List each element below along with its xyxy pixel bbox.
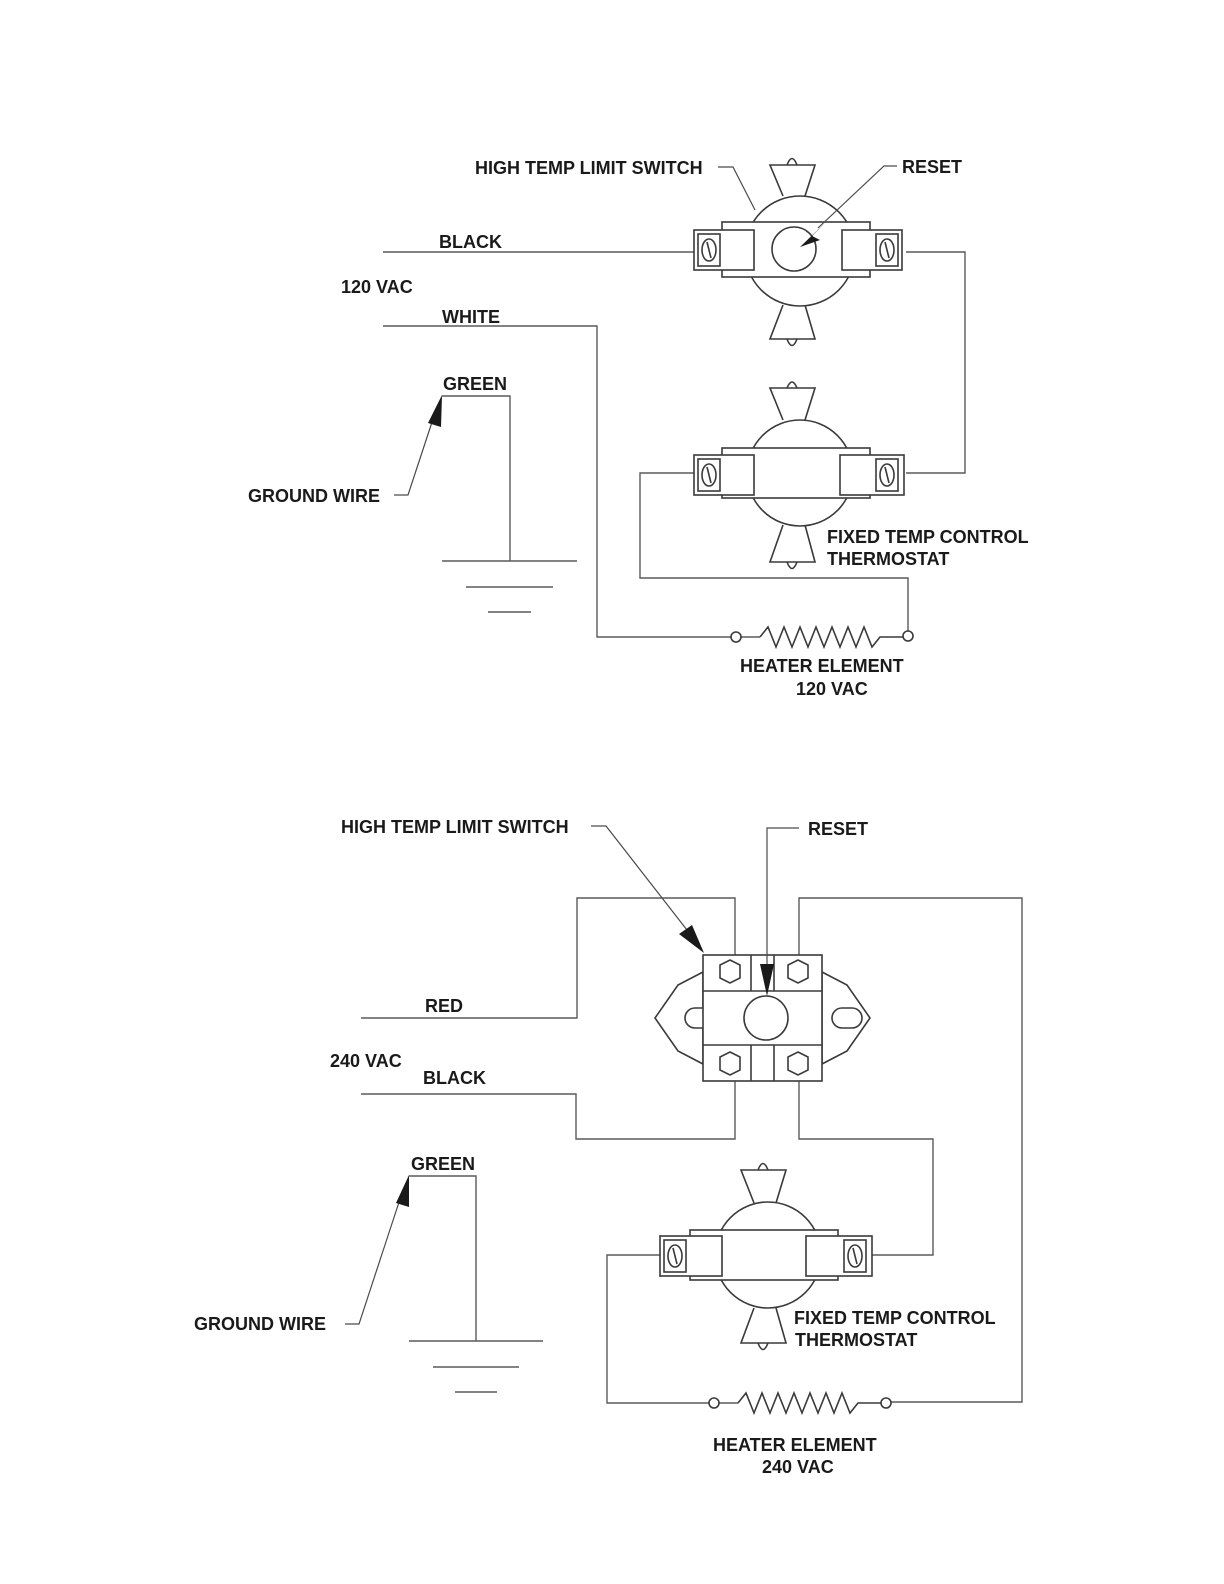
ground-wire-arrow-120	[428, 395, 442, 427]
ground-wire-leader-240	[345, 1190, 403, 1324]
red-wire-label-240: RED	[425, 996, 463, 1016]
heater-element-label-line2-240: 240 VAC	[762, 1457, 834, 1477]
reset-label-240: RESET	[808, 819, 868, 839]
ground-wire-label-240: GROUND WIRE	[194, 1314, 326, 1334]
white-wire-label-120: WHITE	[442, 307, 500, 327]
limit-switch-arrow-240	[679, 925, 704, 953]
thermostat-label-line1-120: FIXED TEMP CONTROL	[827, 527, 1029, 547]
supply-voltage-label-240: 240 VAC	[330, 1051, 402, 1071]
heater-element-120	[731, 627, 913, 647]
limit-to-thermostat-wire-240	[799, 1081, 933, 1255]
heater-element-label-line1-240: HEATER ELEMENT	[713, 1435, 877, 1455]
high-temp-limit-switch-label-120: HIGH TEMP LIMIT SWITCH	[475, 158, 703, 178]
thermostat-label-line2-120: THERMOSTAT	[827, 549, 949, 569]
reset-button-240	[744, 996, 788, 1040]
thermostat-label-line2-240: THERMOSTAT	[795, 1330, 917, 1350]
white-wire-120	[383, 326, 736, 637]
limit-switch-leader-240	[591, 826, 687, 930]
green-wire-label-120: GREEN	[443, 374, 507, 394]
green-wire-label-240: GREEN	[411, 1154, 475, 1174]
high-temp-limit-switch-120	[694, 159, 902, 346]
diagram-120vac: HIGH TEMP LIMIT SWITCH RESET BLACK 120 V…	[248, 157, 1029, 699]
diagram-240vac: HIGH TEMP LIMIT SWITCH RESET RED 240 VAC…	[194, 817, 1022, 1477]
ground-symbol-120	[442, 561, 577, 612]
limit-switch-leader-120	[718, 167, 755, 210]
ground-symbol-240	[409, 1341, 543, 1392]
reset-label-120: RESET	[902, 157, 962, 177]
supply-voltage-label-120: 120 VAC	[341, 277, 413, 297]
heater-element-240	[709, 1393, 891, 1413]
green-ground-wire-120	[442, 396, 510, 561]
ground-wire-label-120: GROUND WIRE	[248, 486, 380, 506]
green-ground-wire-240	[409, 1176, 476, 1341]
reset-leader-240	[767, 828, 799, 968]
black-wire-label-120: BLACK	[439, 232, 502, 252]
thermostat-label-line1-240: FIXED TEMP CONTROL	[794, 1308, 996, 1328]
high-temp-limit-switch-label-240: HIGH TEMP LIMIT SWITCH	[341, 817, 569, 837]
black-wire-240	[361, 1081, 735, 1139]
heater-element-label-line2-120: 120 VAC	[796, 679, 868, 699]
reset-button-120	[772, 227, 816, 271]
ground-wire-arrow-240	[396, 1175, 409, 1207]
black-wire-label-240: BLACK	[423, 1068, 486, 1088]
limit-to-thermostat-wire-120	[906, 252, 965, 473]
heater-element-label-line1-120: HEATER ELEMENT	[740, 656, 904, 676]
